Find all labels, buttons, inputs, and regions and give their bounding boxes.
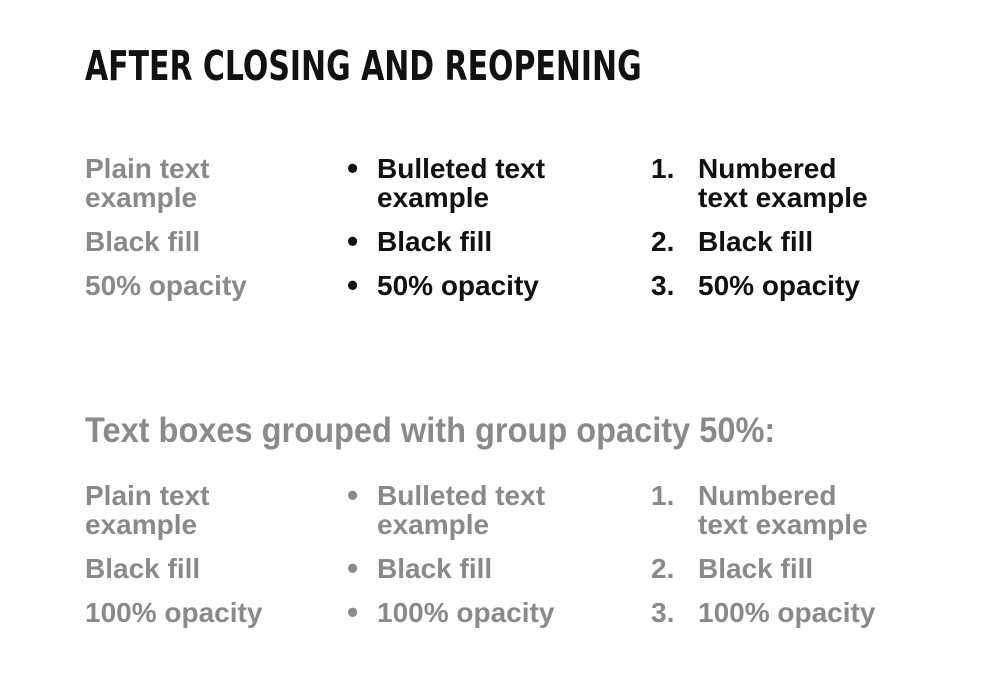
group-bulleted-column: • Bulleted text example • Black fill • 1… [347, 477, 607, 630]
list-item: • 50% opacity [347, 267, 607, 303]
bullet-icon: • [347, 267, 359, 303]
list-item: • Bulleted text example [347, 150, 607, 212]
text-line: 50% opacity [377, 270, 539, 301]
list-item: 2. Black fill [651, 227, 921, 256]
list-item: 100% opacity [85, 598, 325, 627]
list-item-content: 50% opacity [377, 271, 539, 300]
text-line: Black fill [377, 553, 493, 584]
text-line: Plain text [85, 480, 210, 511]
text-line: 100% opacity [377, 597, 555, 628]
group-plain-text-column: Plain text example Black fill 100% opaci… [85, 481, 325, 627]
top-section-title: AFTER CLOSING AND REOPENING [85, 42, 642, 90]
list-item: • 100% opacity [347, 594, 607, 630]
list-item: Plain text example [85, 154, 325, 212]
list-item: 1. Numbered text example [651, 481, 921, 539]
list-item: Black fill [85, 227, 325, 256]
list-number: 3. [651, 270, 675, 301]
list-item-content: Black fill [377, 227, 492, 256]
text-line: 100% opacity [85, 597, 263, 628]
list-item: Plain text example [85, 481, 325, 539]
list-item: 50% opacity [85, 271, 325, 300]
group-numbered-column: 1. Numbered text example 2. Black fill 3… [651, 481, 921, 627]
text-line: Black fill [698, 553, 814, 584]
text-line: 50% opacity [698, 270, 860, 301]
text-line: Black fill [85, 226, 201, 257]
list-item-content: 50% opacity [698, 271, 860, 300]
bullet-icon: • [347, 150, 359, 186]
top-numbered-column: 1. Numbered text example 2. Black fill 3… [651, 154, 921, 300]
text-line: Numbered [698, 480, 837, 511]
list-item: • Bulleted text example [347, 477, 607, 539]
text-line: Black fill [85, 553, 201, 584]
text-line: Plain text [85, 153, 210, 184]
list-number: 2. [651, 226, 675, 257]
text-line: Bulleted text [377, 153, 546, 184]
bullet-icon: • [347, 477, 359, 513]
bullet-icon: • [347, 594, 359, 630]
list-item: • Black fill [347, 223, 607, 259]
text-line: Black fill [698, 226, 814, 257]
list-item-content: 100% opacity [698, 598, 875, 627]
top-plain-text-column: Plain text example Black fill 50% opacit… [85, 154, 325, 300]
list-item-content: Numbered text example [698, 481, 868, 539]
text-line: example [377, 182, 490, 213]
list-item-content: Black fill [698, 227, 813, 256]
list-item: 2. Black fill [651, 554, 921, 583]
list-item: • Black fill [347, 550, 607, 586]
text-line: example [377, 509, 490, 540]
list-item-content: Numbered text example [698, 154, 868, 212]
text-line: 100% opacity [698, 597, 876, 628]
list-item-content: Bulleted text example [377, 154, 545, 212]
list-number: 2. [651, 553, 675, 584]
text-line: Bulleted text [377, 480, 546, 511]
text-line: 50% opacity [85, 270, 247, 301]
list-number: 1. [651, 153, 675, 184]
list-number: 1. [651, 480, 675, 511]
bullet-icon: • [347, 223, 359, 259]
list-number: 3. [651, 597, 675, 628]
text-line: Numbered [698, 153, 837, 184]
bullet-icon: • [347, 550, 359, 586]
text-line: example [85, 182, 198, 213]
text-line: example [85, 509, 198, 540]
list-item: 1. Numbered text example [651, 154, 921, 212]
text-line: text example [698, 182, 868, 213]
text-line: Black fill [377, 226, 493, 257]
list-item: 3. 100% opacity [651, 598, 921, 627]
list-item-content: Black fill [698, 554, 813, 583]
list-item: 3. 50% opacity [651, 271, 921, 300]
list-item-content: Bulleted text example [377, 481, 545, 539]
text-line: text example [698, 509, 868, 540]
list-item-content: 100% opacity [377, 598, 554, 627]
list-item: Black fill [85, 554, 325, 583]
list-item-content: Black fill [377, 554, 492, 583]
top-bulleted-column: • Bulleted text example • Black fill • 5… [347, 150, 607, 303]
group-section-title: Text boxes grouped with group opacity 50… [85, 411, 776, 450]
